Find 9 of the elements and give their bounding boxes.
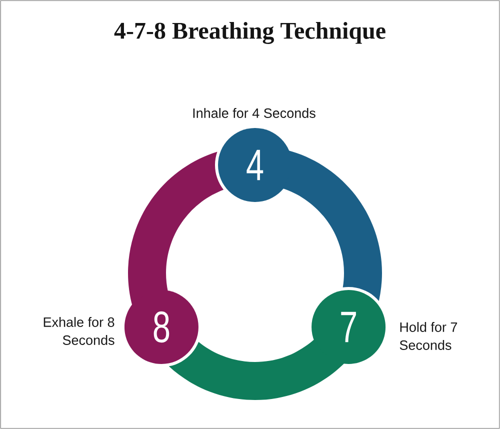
step-label: Inhale for 4 Seconds <box>193 108 316 118</box>
step-label: Exhale for 8 Seconds <box>44 317 114 345</box>
arc-band <box>128 152 224 306</box>
arc-band <box>168 338 345 400</box>
title: 4-7-8 Breathing Technique <box>114 22 386 44</box>
step-label: Hold for 7 Seconds <box>400 322 458 350</box>
node-label: 8 <box>154 311 170 343</box>
arc-band <box>282 150 382 301</box>
node-label: 4 <box>246 150 264 180</box>
